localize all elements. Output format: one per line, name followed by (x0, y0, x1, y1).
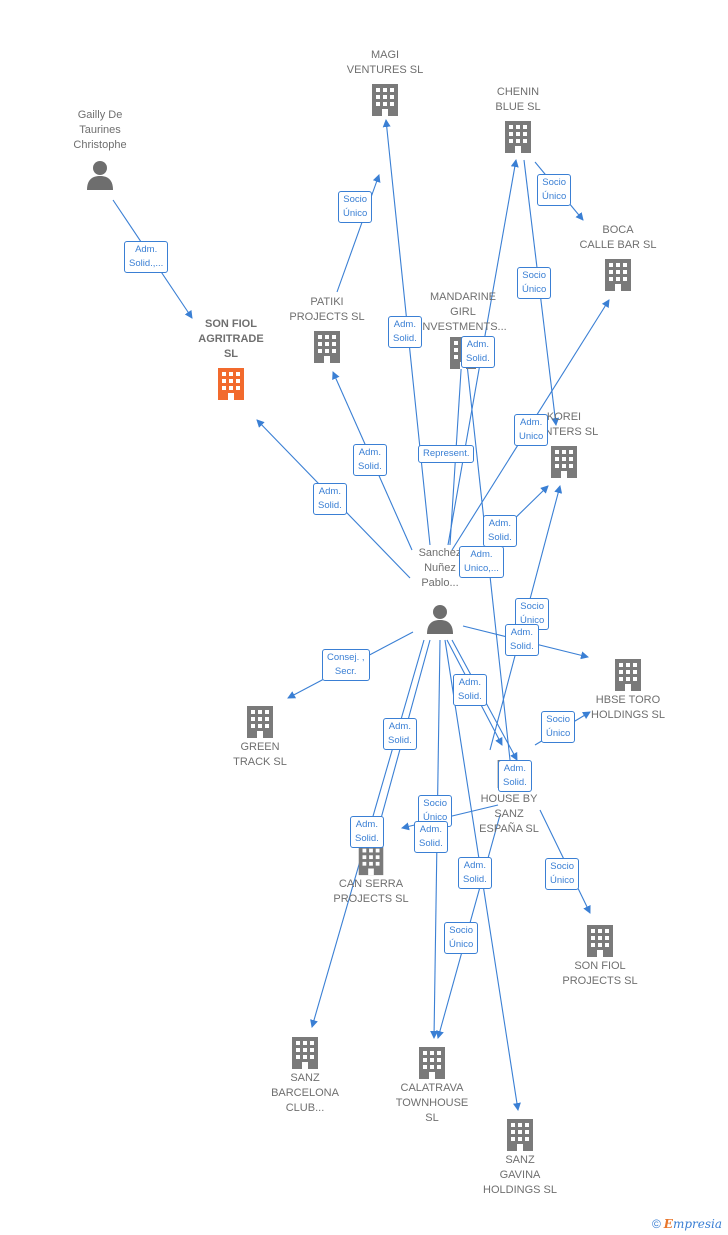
building-icon (507, 1119, 533, 1151)
node-label: PATIKI PROJECTS SL (289, 296, 365, 323)
edge-label[interactable]: Adm. Solid. (350, 816, 384, 848)
node-label: SANZ GAVINA HOLDINGS SL (483, 1154, 557, 1196)
copyright-icon: © (651, 1217, 661, 1231)
building-icon (505, 121, 531, 153)
edge-label[interactable]: Socio Único (515, 598, 550, 630)
node-sanchez-nunez[interactable]: Sanchez Nuñez Pablo... (375, 546, 505, 635)
person-icon (427, 605, 453, 634)
building-icon (419, 1047, 445, 1079)
building-icon (358, 844, 384, 876)
brand-name: mpresia (672, 1217, 722, 1231)
node-label: SON FIOL PROJECTS SL (562, 960, 638, 987)
edge-label[interactable]: Socio Único (338, 191, 373, 223)
node-magi-ventures[interactable]: MAGI VENTURES SL (320, 48, 450, 118)
node-patiki-projects[interactable]: PATIKI PROJECTS SL (262, 295, 392, 365)
node-son-fiol-agritrade[interactable]: SON FIOL AGRITRADE SL (166, 317, 296, 402)
node-label: BOCA CALLE BAR SL (579, 224, 657, 251)
building-icon (587, 925, 613, 957)
person-icon (87, 161, 113, 190)
building-icon (605, 259, 631, 291)
node-label: GREEN TRACK SL (233, 741, 287, 768)
node-boca-calle-bar[interactable]: BOCA CALLE BAR SL (553, 223, 683, 293)
node-calatrava-townhouse[interactable]: CALATRAVA TOWNHOUSE SL (367, 1045, 497, 1126)
edge-label[interactable]: Socio Único (537, 174, 572, 206)
node-label: HOUSE BY SANZ ESPAÑA SL (479, 793, 539, 835)
node-green-track[interactable]: GREEN TRACK SL (195, 704, 325, 770)
edge-label[interactable]: Adm. Solid. (498, 760, 532, 792)
building-icon (314, 331, 340, 363)
edge-label[interactable]: Adm. Solid. (505, 624, 539, 656)
edge-label[interactable]: Socio Único (541, 711, 576, 743)
building-icon (218, 368, 244, 400)
edge-label[interactable]: Adm. Solid. (458, 857, 492, 889)
node-label: MAGI VENTURES SL (346, 49, 424, 76)
node-label: MANDARINE GIRL INVESTMENTS... (419, 291, 507, 333)
node-label: SANZ BARCELONA CLUB... (271, 1072, 339, 1114)
edge-label[interactable]: Socio Único (517, 267, 552, 299)
node-label: HBSE TORO HOLDINGS SL (591, 694, 665, 721)
edge-label[interactable]: Adm. Unico,... (459, 546, 504, 578)
edge-label[interactable]: Adm. Unico (514, 414, 549, 446)
building-icon (247, 706, 273, 738)
node-label: CHENIN BLUE SL (495, 86, 541, 113)
edge-label[interactable]: Socio Único (444, 922, 479, 954)
node-son-fiol-projects[interactable]: SON FIOL PROJECTS SL (535, 923, 665, 989)
edge-label[interactable]: Consej. , Secr. (322, 649, 370, 681)
node-gailly[interactable]: Gailly De Taurines Christophe (35, 108, 165, 191)
building-icon (551, 446, 577, 478)
building-icon (292, 1037, 318, 1069)
edge-label[interactable]: Adm. Solid. (383, 718, 417, 750)
empresia-logo: ©Empresia (652, 1217, 722, 1231)
node-hbse-toro[interactable]: HBSE TORO HOLDINGS SL (563, 657, 693, 723)
building-icon (615, 659, 641, 691)
brand-initial: E (663, 1217, 673, 1231)
node-can-serra[interactable]: CAN SERRA PROJECTS SL (306, 843, 436, 907)
node-label: Gailly De Taurines Christophe (73, 109, 127, 151)
node-label: CAN SERRA PROJECTS SL (333, 878, 409, 905)
node-sanz-gavina[interactable]: SANZ GAVINA HOLDINGS SL (455, 1117, 585, 1198)
edge-label[interactable]: Adm. Solid. (313, 483, 347, 515)
edge-label[interactable]: Adm. Solid. (388, 316, 422, 348)
edge-label[interactable]: Adm. Solid. (353, 444, 387, 476)
node-sanz-barcelona[interactable]: SANZ BARCELONA CLUB... (240, 1035, 370, 1116)
node-label: Sanchez Nuñez Pablo... (418, 547, 462, 589)
node-label: SON FIOL AGRITRADE SL (198, 318, 264, 360)
edge-label[interactable]: Adm. Solid.,... (124, 241, 169, 273)
edge-label[interactable]: Adm. Solid. (483, 515, 517, 547)
edge-label[interactable]: Adm. Solid. (461, 336, 495, 368)
edge-label[interactable]: Adm. Solid. (453, 674, 487, 706)
node-chenin-blue[interactable]: CHENIN BLUE SL (453, 85, 583, 155)
edge-label[interactable]: Represent. (418, 445, 475, 463)
edge-label[interactable]: Adm. Solid. (414, 821, 448, 853)
building-icon (372, 84, 398, 116)
node-label: CALATRAVA TOWNHOUSE SL (395, 1082, 469, 1124)
edge-label[interactable]: Socio Único (545, 858, 580, 890)
